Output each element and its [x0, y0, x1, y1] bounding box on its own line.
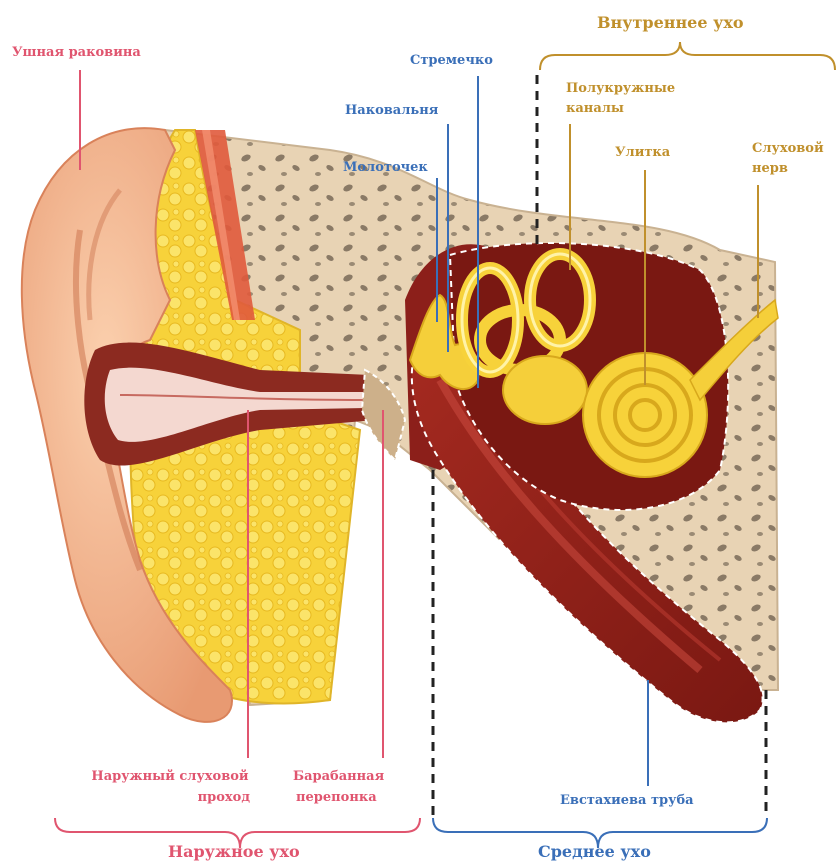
label-pinna: Ушная раковина: [12, 44, 141, 61]
label-eardrum-line1: Барабанная: [293, 768, 384, 785]
label-incus: Наковальня: [345, 102, 438, 119]
label-stapes: Стремечко: [410, 52, 493, 69]
label-nerve-line2: нерв: [752, 160, 788, 177]
label-canal-line1: Наружный слуховой: [70, 768, 270, 785]
section-outer-ear: Наружное ухо: [168, 843, 300, 860]
label-eardrum-line2: перепонка: [296, 789, 377, 806]
label-cochlea: Улитка: [615, 144, 670, 161]
label-eustachian: Евстахиева труба: [560, 792, 694, 809]
vestibule: [503, 356, 587, 424]
section-inner-ear: Внутреннее ухо: [597, 14, 744, 31]
label-nerve-line1: Слуховой: [752, 140, 824, 157]
label-malleus: Молоточек: [343, 159, 428, 176]
label-semicircular-line1: Полукружные: [566, 80, 675, 97]
section-middle-ear: Среднее ухо: [538, 843, 651, 860]
label-semicircular-line2: каналы: [566, 100, 624, 117]
label-canal-line2: проход: [170, 789, 250, 806]
